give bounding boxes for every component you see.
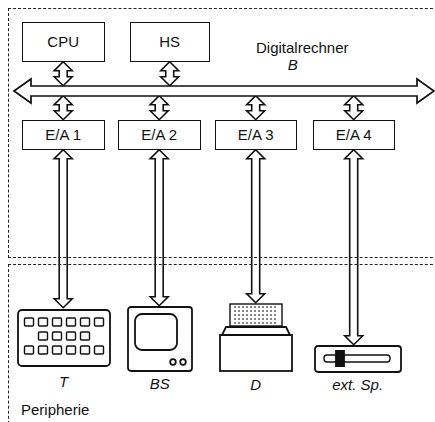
device-label: T: [59, 373, 68, 390]
io-box: E/A 3: [215, 120, 297, 150]
computer-region: Digitalrechner CPU HS B E/A 1 E/A 2 E/A 3 E/A 4: [8, 8, 435, 258]
bus-arrow-shape: [14, 79, 434, 103]
box-label: E/A 4: [336, 126, 372, 143]
printer-device: D: [218, 303, 294, 373]
keyboard-icon: [16, 308, 112, 370]
double-arrow: [54, 96, 72, 120]
bus-arrow: B: [14, 86, 434, 96]
keyboard-device: T: [16, 308, 112, 370]
double-arrow: [247, 96, 265, 120]
peripheral-region: PeripherieTBSDext. Sp.: [8, 264, 435, 422]
box-label: E/A 3: [238, 126, 274, 143]
box-label: E/A 2: [141, 126, 177, 143]
double-arrow: [247, 150, 265, 303]
box-label: CPU: [47, 33, 79, 50]
io-box: E/A 2: [118, 120, 201, 150]
double-arrow: [345, 96, 363, 120]
printer-icon: [218, 303, 294, 373]
double-arrow: [54, 150, 72, 308]
io-box: E/A 1: [22, 120, 105, 150]
memory-box: HS: [130, 22, 210, 62]
device-label: D: [250, 376, 261, 393]
double-arrow: [54, 62, 72, 86]
double-arrow: [150, 150, 168, 306]
double-arrow: [345, 150, 363, 345]
screen-icon: [127, 306, 193, 372]
io-box: E/A 4: [313, 120, 395, 150]
region-label: Digitalrechner: [256, 39, 349, 56]
double-arrow: [161, 62, 179, 86]
bus-label: B: [288, 56, 298, 73]
cpu-box: CPU: [22, 22, 105, 62]
tape-icon: [314, 345, 402, 373]
double-arrow: [150, 96, 168, 120]
device-label: ext. Sp.: [332, 376, 383, 393]
screen-device: BS: [127, 306, 193, 372]
box-label: E/A 1: [45, 126, 81, 143]
region-label: Peripherie: [21, 401, 89, 418]
bus-outline: [14, 78, 434, 104]
tape-device: ext. Sp.: [314, 345, 402, 373]
box-label: HS: [159, 33, 180, 50]
device-label: BS: [150, 375, 170, 392]
